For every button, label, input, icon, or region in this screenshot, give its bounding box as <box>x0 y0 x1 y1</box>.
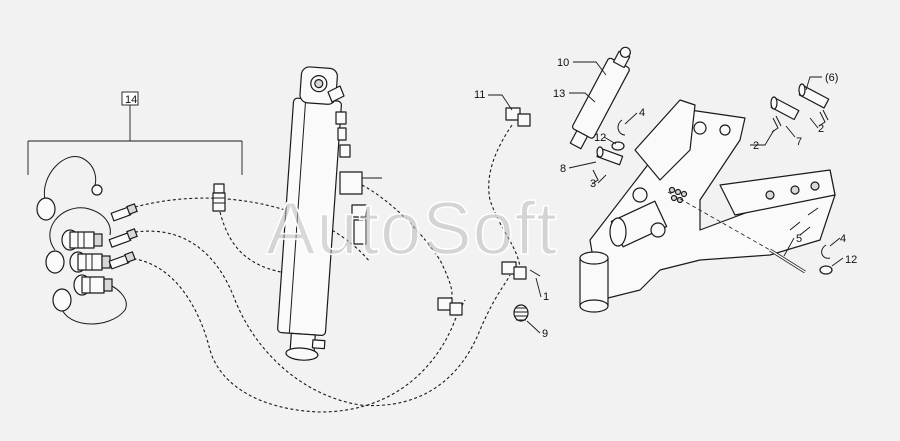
callout-9: 9 <box>542 328 548 340</box>
hose-clamps <box>437 107 541 322</box>
callout-2-left: 2 <box>753 140 759 152</box>
callout-12-lower: 12 <box>845 254 857 266</box>
callout-4-upper: 4 <box>639 107 645 119</box>
frame-mesh <box>668 186 688 204</box>
callout-5: 5 <box>796 233 802 245</box>
loader-frame <box>579 99 836 313</box>
callout-2-right: 2 <box>818 123 824 135</box>
dust-cap-3 <box>52 288 72 312</box>
item-7-pin <box>770 96 800 121</box>
hydraulic-cylinder <box>277 66 342 361</box>
frame-top-plate <box>634 99 696 181</box>
quick-coupler-3 <box>73 274 113 296</box>
dust-cap-2 <box>45 250 65 274</box>
callout-6: (6) <box>825 72 838 84</box>
dust-cap-loop-lower <box>59 284 127 325</box>
callout-12-upper: 12 <box>594 132 606 144</box>
item-14-coupler-kit <box>27 91 243 325</box>
callout-4-lower: 4 <box>840 233 846 245</box>
dust-cap-loop-mid <box>49 207 111 251</box>
hose-line-1 <box>134 197 371 263</box>
clamp-lower <box>437 297 463 316</box>
dust-cap-loop-upper <box>43 156 97 201</box>
adapter-fittings <box>108 203 138 270</box>
pivot-tube <box>579 251 609 313</box>
callout-7: 7 <box>796 136 802 148</box>
hose-line-5 <box>488 124 521 271</box>
lynch-pins <box>591 109 829 185</box>
item-14-bracket <box>27 105 243 175</box>
dust-cap-1 <box>36 197 56 221</box>
axis-line <box>667 191 771 251</box>
item-8-pin <box>596 146 624 166</box>
quick-coupler-2 <box>69 251 111 273</box>
item-5-pin <box>769 248 806 274</box>
item-13-small-cylinder <box>569 46 631 150</box>
cross-tube <box>609 200 668 248</box>
item-9-coil <box>513 304 529 322</box>
callout-10: 10 <box>557 57 569 69</box>
callout-8: 8 <box>560 163 566 175</box>
callout-3: 3 <box>590 178 596 190</box>
hose-line-2 <box>134 230 511 407</box>
item-12-rings <box>611 141 833 275</box>
callout-1: 1 <box>543 291 549 303</box>
leader-lines <box>488 61 844 334</box>
item-4-clips <box>617 119 831 259</box>
clamp-middle <box>501 261 527 280</box>
cylinder-fittings <box>327 85 382 245</box>
clamp-upper <box>505 107 531 127</box>
callout-13: 13 <box>553 88 565 100</box>
watermark: AutoSoft <box>266 187 558 270</box>
callout-11: 11 <box>474 89 485 101</box>
callout-labels: 14 11 10 13 4 12 8 3 2 7 2 (6) 5 4 12 1 … <box>125 57 857 340</box>
hose-line-3 <box>127 257 466 413</box>
adapter-single <box>212 183 226 212</box>
loop-eye <box>91 184 103 196</box>
item-6-pin <box>798 83 830 109</box>
callout-14: 14 <box>125 94 137 106</box>
quick-coupler-1 <box>61 229 103 251</box>
